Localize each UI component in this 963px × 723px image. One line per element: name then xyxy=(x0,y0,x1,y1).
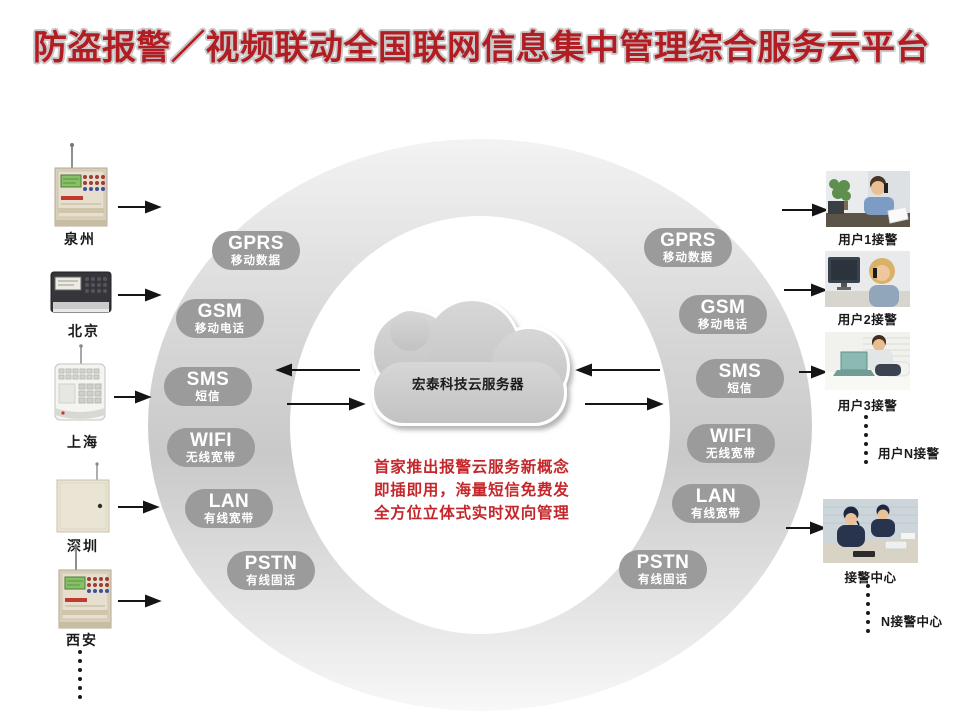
more-users-ellipsis xyxy=(864,415,868,464)
arrow-ring-to-user3 xyxy=(799,365,828,379)
device-city-label: 泉州 xyxy=(64,231,96,247)
protocol-badge-gsm-left: GSM 移动电话 xyxy=(176,299,264,338)
arrow-device1-to-ring xyxy=(118,200,162,214)
arrow-device2-to-ring xyxy=(118,288,162,302)
protocol-sublabel: 移动数据 xyxy=(663,251,713,264)
protocol-badge-gprs-right: GPRS 移动数据 xyxy=(644,228,732,267)
protocol-name: LAN xyxy=(208,491,250,513)
protocol-name: WIFI xyxy=(709,426,753,448)
protocol-sublabel: 短信 xyxy=(727,382,753,395)
device-city-label: 北京 xyxy=(68,323,100,339)
arrow-device5-to-ring xyxy=(118,594,162,608)
device-city-label: 上海 xyxy=(67,434,99,450)
arrow-into-cloud-left xyxy=(287,397,366,411)
protocol-name: PSTN xyxy=(636,552,690,574)
protocol-name: PSTN xyxy=(244,553,298,575)
protocol-badge-gsm-right: GSM 移动电话 xyxy=(679,295,767,334)
protocol-name: SMS xyxy=(186,369,230,391)
wireless-alarm-panel-icon xyxy=(54,344,106,421)
page-title: 防盗报警／视频联动全国联网信息集中管理综合服务云平台 xyxy=(33,29,930,67)
receiver-user1 xyxy=(826,171,910,227)
protocol-sublabel: 移动数据 xyxy=(231,254,281,267)
arrow-cloud-out-left xyxy=(275,363,360,377)
receiver-label: 用户2接警 xyxy=(837,313,898,327)
device-beijing xyxy=(50,268,112,318)
protocol-badge-wifi-left: WIFI 无线宽带 xyxy=(167,428,255,467)
protocol-sublabel: 有线宽带 xyxy=(204,512,254,525)
protocol-name: GSM xyxy=(700,297,746,319)
protocol-name: LAN xyxy=(695,486,737,508)
device-city-label: 深圳 xyxy=(67,538,99,554)
protocol-sublabel: 无线宽带 xyxy=(706,447,756,460)
cloud-server-shape xyxy=(371,298,570,426)
slogan-text: 首家推出报警云服务新概念 即插即用，海量短信免费发 全方位立体式实时双向管理 xyxy=(374,456,594,525)
user2-photo-icon xyxy=(825,251,910,307)
device-quanzhou xyxy=(52,142,110,230)
alarm-host-icon xyxy=(54,143,108,227)
protocol-badge-sms-left: SMS 短信 xyxy=(164,367,252,406)
receiver-alarm-center xyxy=(823,499,918,563)
arrow-ring-to-user2 xyxy=(784,283,828,297)
receiver-user3 xyxy=(825,332,911,390)
slogan-line-3: 全方位立体式实时双向管理 xyxy=(374,505,570,522)
user3-photo-icon xyxy=(825,332,911,390)
device-xian xyxy=(56,544,114,632)
arrow-device3-to-ring xyxy=(114,390,152,404)
protocol-badge-lan-right: LAN 有线宽带 xyxy=(672,484,760,523)
receiver-user2 xyxy=(825,251,910,307)
protocol-sublabel: 无线宽带 xyxy=(186,451,236,464)
more-devices-ellipsis xyxy=(78,650,82,699)
alarm-host-icon xyxy=(58,545,112,629)
protocol-sublabel: 有线固话 xyxy=(638,573,688,586)
metal-cabinet-icon xyxy=(56,462,110,533)
device-shanghai xyxy=(53,344,107,424)
slogan-line-2: 即插即用，海量短信免费发 xyxy=(374,482,570,499)
protocol-badge-pstn-left: PSTN 有线固话 xyxy=(227,551,315,590)
arrow-ring-to-center xyxy=(786,521,827,535)
receiver-label: N接警中心 xyxy=(881,615,943,629)
protocol-badge-gprs-left: GPRS 移动数据 xyxy=(212,231,300,270)
protocol-sublabel: 有线固话 xyxy=(246,574,296,587)
protocol-sublabel: 移动电话 xyxy=(195,322,245,335)
receiver-label: 用户1接警 xyxy=(838,233,898,247)
device-shenzhen xyxy=(55,462,111,534)
protocol-name: GPRS xyxy=(228,233,284,255)
protocol-name: WIFI xyxy=(189,430,233,452)
keypad-panel-icon xyxy=(50,271,112,313)
protocol-name: SMS xyxy=(718,361,762,383)
protocol-name: GSM xyxy=(197,301,243,323)
arrow-into-cloud-right xyxy=(575,363,660,377)
receiver-label: 接警中心 xyxy=(844,571,897,585)
arrow-cloud-out-right xyxy=(585,397,664,411)
receiver-label: 用户3接警 xyxy=(837,399,898,413)
alarm-center-photo-icon xyxy=(823,499,918,563)
more-centers-ellipsis xyxy=(866,584,870,633)
protocol-badge-pstn-right: PSTN 有线固话 xyxy=(619,550,707,589)
protocol-badge-lan-left: LAN 有线宽带 xyxy=(185,489,273,528)
arrow-ring-to-user1 xyxy=(782,203,829,217)
protocol-sublabel: 有线宽带 xyxy=(691,507,741,520)
receiver-label: 用户N接警 xyxy=(878,447,940,461)
protocol-badge-sms-right: SMS 短信 xyxy=(696,359,784,398)
protocol-sublabel: 移动电话 xyxy=(698,318,748,331)
device-city-label: 西安 xyxy=(66,632,98,648)
protocol-sublabel: 短信 xyxy=(195,390,221,403)
protocol-name: GPRS xyxy=(660,230,716,252)
user1-photo-icon xyxy=(826,171,910,227)
cloud-server-label: 宏泰科技云服务器 xyxy=(412,377,524,392)
protocol-badge-wifi-right: WIFI 无线宽带 xyxy=(687,424,775,463)
arrow-device4-to-ring xyxy=(118,500,160,514)
slogan-line-1: 首家推出报警云服务新概念 xyxy=(374,459,570,476)
